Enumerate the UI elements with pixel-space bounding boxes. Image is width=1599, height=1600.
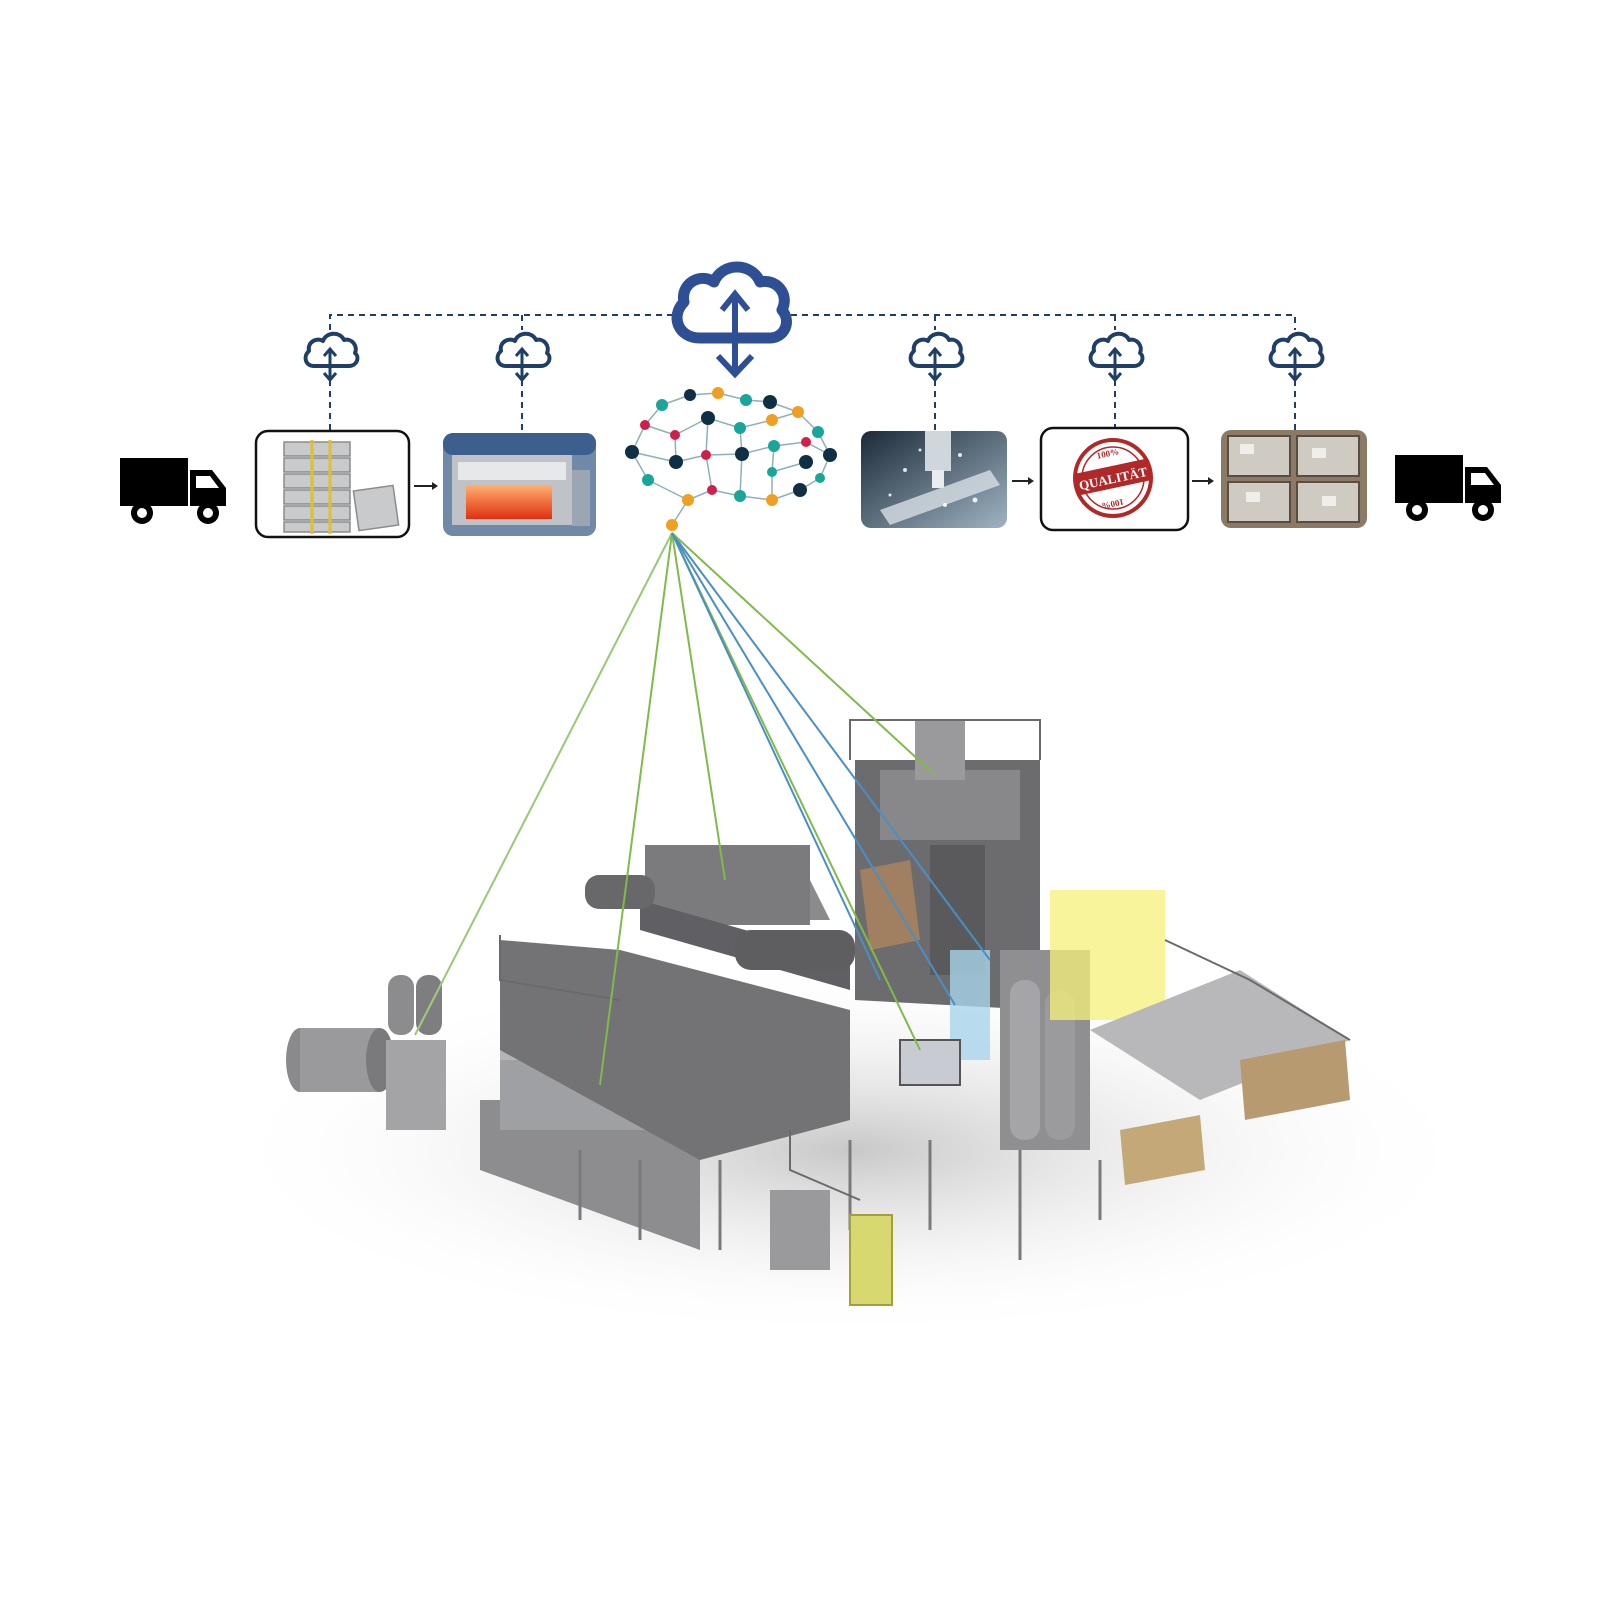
neural-network-brain-icon: [625, 387, 837, 531]
data-connection-lines: [414, 532, 991, 1086]
process-step-machining: [861, 431, 1007, 528]
cloud-upload-icon: [1088, 331, 1145, 382]
cloud-sync-icon: [671, 261, 792, 379]
stamp-top-text: 100%: [1096, 446, 1120, 460]
truck-icon: [120, 458, 226, 524]
cloud-upload-icon: [1268, 331, 1325, 382]
cloud-upload-icon: [495, 331, 552, 382]
die-casting-cell: [286, 719, 1351, 1306]
cloud-upload-icon: [908, 331, 965, 382]
stamp-bottom-text: 100%: [1101, 497, 1125, 511]
safety-enclosure: [1050, 890, 1165, 1020]
process-step-furnace: [443, 433, 596, 536]
cloud-upload-icon: [303, 331, 360, 382]
cloud-network-links: [329, 314, 1296, 430]
process-step-quality: QUALITÄT 100% 100%: [1039, 426, 1190, 532]
process-step-finished-parts: [1221, 430, 1367, 528]
truck-icon: [1395, 455, 1501, 521]
process-step-raw-material: [254, 429, 411, 539]
